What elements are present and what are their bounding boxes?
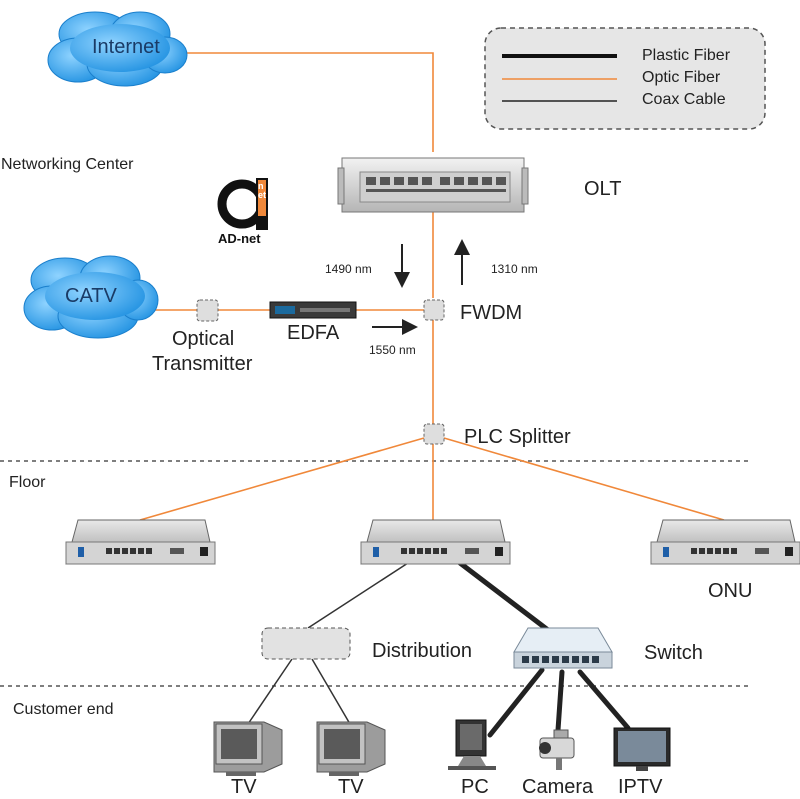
zone-floor: Floor <box>9 474 46 491</box>
onu-device-left <box>65 519 216 565</box>
catv-label: CATV <box>65 285 117 307</box>
optical-transmitter-label-1: Optical <box>172 328 235 350</box>
olt-device <box>337 157 529 213</box>
olt-label: OLT <box>584 178 622 200</box>
optical-transmitter-node <box>196 299 219 322</box>
catv-cloud-shape <box>23 255 159 339</box>
tv-device-1 <box>213 721 283 776</box>
tv-label-2: TV <box>338 776 364 798</box>
logo-mark-text: net <box>258 181 267 200</box>
fwdm-node <box>423 299 445 321</box>
plc-splitter-node <box>423 423 445 445</box>
zone-networking-center: Networking Center <box>1 156 134 173</box>
wavelength-catv-label: 1550 nm <box>369 343 416 357</box>
legend-optic-fiber-label: Optic Fiber <box>642 69 721 86</box>
plastic-fiber-links <box>457 560 631 738</box>
wavelength-up-label: 1310 nm <box>491 262 538 276</box>
camera-label: Camera <box>522 776 594 798</box>
internet-cloud-shape <box>47 11 188 87</box>
wavelength-down-label: 1490 nm <box>325 262 372 276</box>
switch-label: Switch <box>644 642 703 664</box>
switch-device <box>513 627 613 669</box>
onu-device-right <box>650 519 800 565</box>
plc-splitter-label: PLC Splitter <box>464 426 571 448</box>
legend-coax-cable-label: Coax Cable <box>642 91 726 108</box>
legend-plastic-fiber-label: Plastic Fiber <box>642 47 731 64</box>
optical-transmitter-label-2: Transmitter <box>152 353 253 375</box>
distribution-node <box>261 627 351 660</box>
distribution-label: Distribution <box>372 640 473 662</box>
edfa-label: EDFA <box>287 322 340 344</box>
edfa-device <box>269 301 357 319</box>
pc-label: PC <box>461 776 489 798</box>
onu-label: ONU <box>708 580 753 602</box>
iptv-device <box>613 727 671 771</box>
ad-net-logo-mark <box>217 178 268 230</box>
coax-links <box>247 562 409 725</box>
optic-fiber-links <box>139 52 725 521</box>
tv-label-1: TV <box>231 776 257 798</box>
iptv-label: IPTV <box>618 776 663 798</box>
onu-device-center <box>360 519 511 565</box>
legend-box <box>484 27 766 130</box>
zone-customer-end: Customer end <box>13 701 114 718</box>
internet-label: Internet <box>92 36 160 58</box>
fwdm-label: FWDM <box>460 302 523 324</box>
camera-device <box>539 729 575 770</box>
ad-net-logo: AD-net <box>218 231 261 246</box>
pc-device <box>448 719 496 770</box>
tv-device-2 <box>316 721 386 776</box>
